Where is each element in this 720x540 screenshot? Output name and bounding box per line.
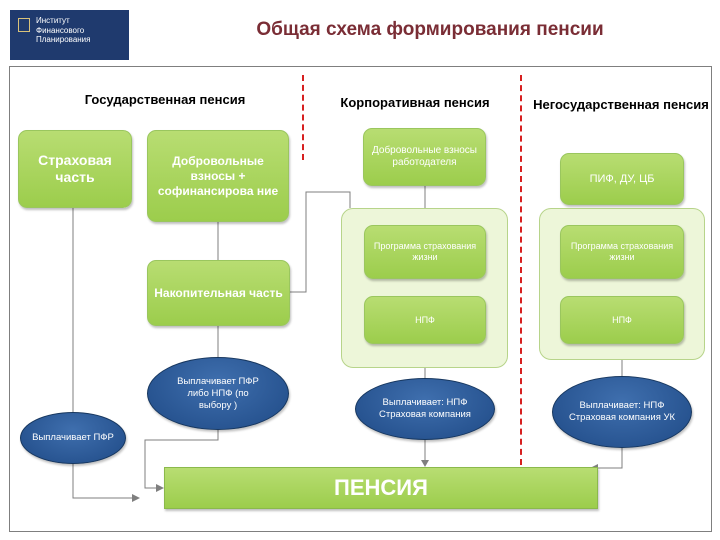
connector-funded-to-corporate xyxy=(290,191,351,293)
payer-pfr-oval: Выплачивает ПФР xyxy=(20,412,126,464)
corporate-payer-label: Выплачивает: НПФ Страховая компания xyxy=(379,397,471,420)
insurance-part-label: Страховая часть xyxy=(38,152,112,185)
logo-line-1: Институт xyxy=(36,16,70,25)
column-heading-nonstate: Негосударственная пенсия xyxy=(533,97,709,112)
arrowhead-pfr xyxy=(132,494,140,502)
arrowhead-corporate-payer xyxy=(421,460,429,467)
nonstate-life-program-label: Программа страхования жизни xyxy=(570,241,674,262)
column-heading-corporate: Корпоративная пенсия xyxy=(340,95,490,110)
logo-line-2: Финансового xyxy=(36,25,85,35)
payer-pfr-label: Выплачивает ПФР xyxy=(32,432,114,443)
corporate-life-program-label: Программа страхования жизни xyxy=(373,241,477,262)
corporate-npf-label: НПФ xyxy=(415,314,435,325)
logo-text: Институт Финансового Планирования xyxy=(36,16,90,45)
pif-label: ПИФ, ДУ, ЦБ xyxy=(589,172,655,185)
page-title: Общая схема формирования пенсии xyxy=(256,19,604,40)
connector-pfr-to-pension xyxy=(72,462,132,499)
employer-contributions-label: Добровольные взносы работодателя xyxy=(372,145,477,168)
arrowhead-state-payer xyxy=(156,484,164,492)
nonstate-life-program-box: Программа страхования жизни xyxy=(560,225,684,279)
employer-contributions-box: Добровольные взносы работодателя xyxy=(363,128,486,186)
nonstate-npf-box: НПФ xyxy=(560,296,684,344)
insurance-part-box: Страховая часть xyxy=(18,130,132,208)
voluntary-contributions-label: Добровольные взносы + софинансирова ние xyxy=(157,153,279,198)
column-heading-state: Государственная пенсия xyxy=(84,92,246,107)
divider-left-top xyxy=(302,75,304,160)
voluntary-contributions-box: Добровольные взносы + софинансирова ние xyxy=(147,130,289,222)
connector-state-payer-to-pension xyxy=(144,430,219,489)
pension-label: ПЕНСИЯ xyxy=(334,475,428,500)
funded-part-box: Накопительная часть xyxy=(147,260,290,326)
payer-pfr-npf-label: Выплачивает ПФР либо НПФ (по выбору ) xyxy=(177,375,259,411)
nonstate-npf-label: НПФ xyxy=(612,314,632,325)
funded-part-label: Накопительная часть xyxy=(154,285,283,300)
divider-right xyxy=(520,75,522,465)
payer-pfr-npf-oval: Выплачивает ПФР либо НПФ (по выбору ) xyxy=(147,357,289,430)
nonstate-payer-oval: Выплачивает: НПФ Страховая компания УК xyxy=(552,376,692,448)
corporate-payer-oval: Выплачивает: НПФ Страховая компания xyxy=(355,378,495,440)
nonstate-payer-label: Выплачивает: НПФ Страховая компания УК xyxy=(568,400,676,423)
logo-line-3: Планирования xyxy=(36,35,91,44)
pif-box: ПИФ, ДУ, ЦБ xyxy=(560,153,684,205)
connector-nonstate-payer-to-pension xyxy=(598,448,623,469)
corporate-life-program-box: Программа страхования жизни xyxy=(364,225,486,279)
logo-mark-icon xyxy=(18,18,30,32)
logo: Институт Финансового Планирования xyxy=(10,10,129,60)
diagram-frame xyxy=(9,66,712,532)
pension-box: ПЕНСИЯ xyxy=(164,467,598,509)
corporate-npf-box: НПФ xyxy=(364,296,486,344)
